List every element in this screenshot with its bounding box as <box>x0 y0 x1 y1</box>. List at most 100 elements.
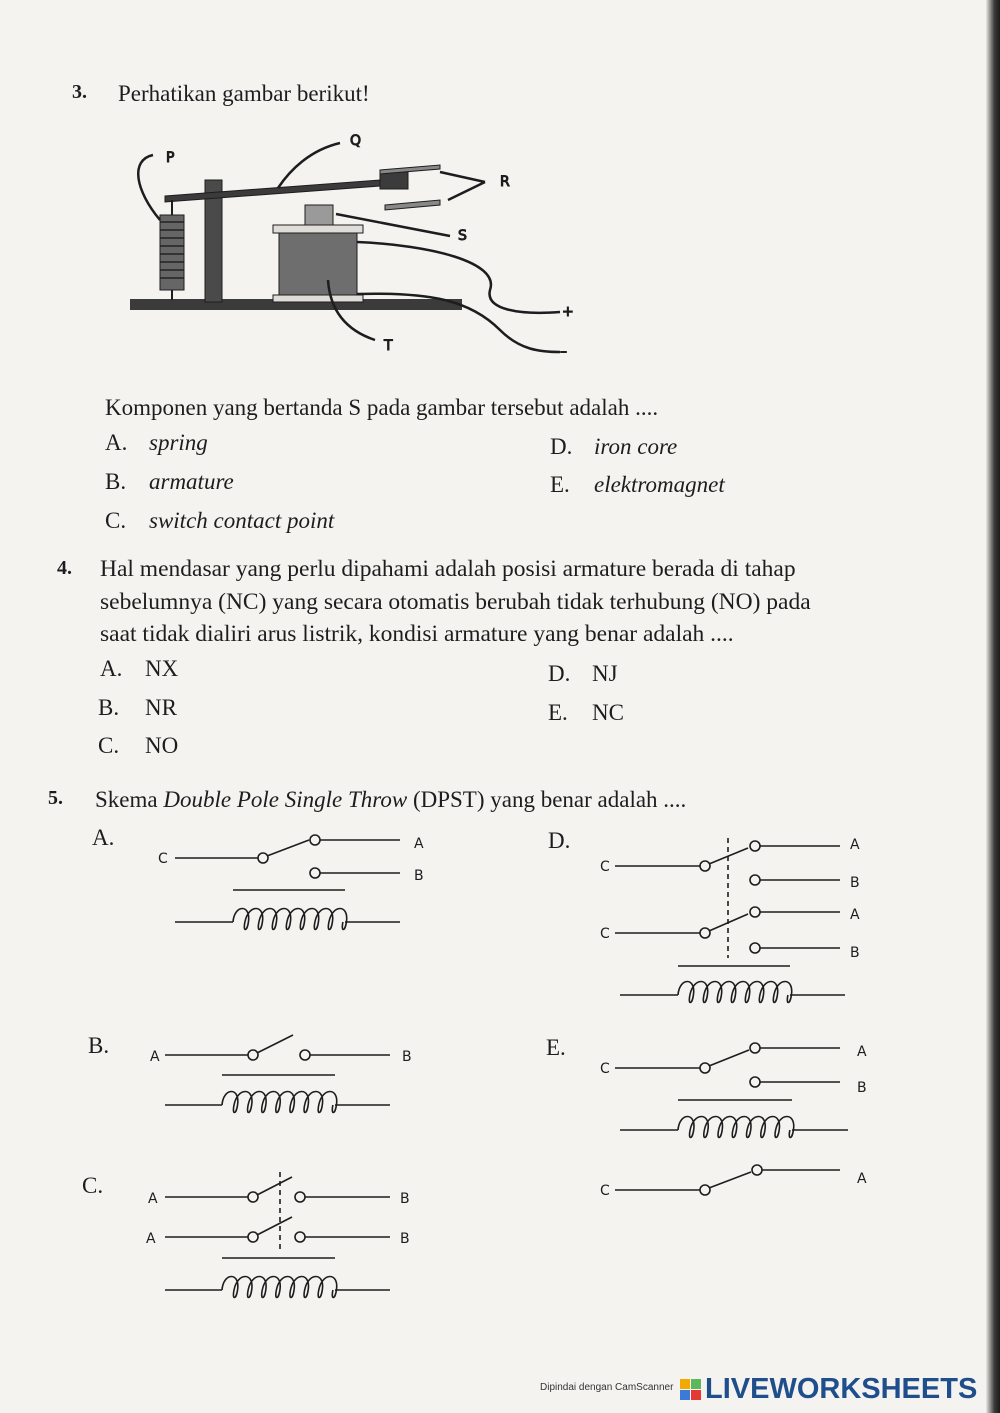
logo-text: LIVEWORKSHEETS <box>705 1373 978 1405</box>
switch-blade <box>708 1049 750 1067</box>
q5-option-a-letter[interactable]: A. <box>92 825 115 850</box>
terminal <box>751 1164 763 1176</box>
logo-box-icon <box>680 1379 701 1400</box>
q4-option-e[interactable]: NC <box>592 700 624 725</box>
relay-armature <box>164 179 381 203</box>
opt-b-label-b: B <box>402 1049 412 1065</box>
q4-option-d[interactable]: NJ <box>592 661 618 686</box>
scanner-watermark: Dipindai dengan CamScanner <box>540 1382 674 1393</box>
opt-a-label-b: B <box>414 868 424 884</box>
q4-option-a[interactable]: NX <box>145 656 179 681</box>
q5-option-e-letter[interactable]: E. <box>546 1035 566 1060</box>
opt-a-label-a: A <box>414 836 424 852</box>
circuit-labels: C A B A B A B A B C A B C A B C A B C A <box>146 836 867 1247</box>
terminal <box>699 1184 711 1196</box>
q3-option-b[interactable]: armature <box>149 469 234 494</box>
terminal <box>749 906 761 918</box>
opt-e-label-a1: A <box>857 1044 867 1060</box>
q5-stem-pre: Skema <box>95 787 164 812</box>
terminal <box>699 1062 711 1074</box>
q5-stem-post: (DPST) yang benar adalah .... <box>407 787 687 812</box>
q5-option-c-letter[interactable]: C. <box>82 1173 104 1198</box>
opt-d-label-b2: B <box>850 945 860 961</box>
q4-option-e-letter[interactable]: E. <box>548 700 568 725</box>
terminal <box>749 874 761 886</box>
label-plus: + <box>562 304 574 320</box>
relay-contact-moving <box>379 171 409 190</box>
q4-line-2: sebelumnya (NC) yang secara otomatis ber… <box>100 589 811 615</box>
q5-stem-italic: Double Pole Single Throw <box>163 787 408 812</box>
switch-blade <box>256 1034 294 1054</box>
coil-icon <box>221 1275 338 1299</box>
opt-d-label-c2: C <box>600 926 610 942</box>
switch-blade <box>708 1171 752 1189</box>
q4-line-1: Hal mendasar yang perlu dipahami adalah … <box>100 556 796 582</box>
terminal <box>309 834 321 846</box>
switch-blade <box>256 1176 293 1196</box>
relay-post <box>204 179 223 303</box>
relay-base <box>130 299 462 310</box>
q3-option-e-letter[interactable]: E. <box>550 472 570 497</box>
terminal <box>257 852 269 864</box>
q5-number: 5. <box>48 787 63 809</box>
circuit-diagrams <box>165 834 848 1299</box>
q3-option-c-letter[interactable]: C. <box>105 508 127 533</box>
q4-option-c-letter[interactable]: C. <box>98 733 120 758</box>
q3-option-d[interactable]: iron core <box>594 434 678 459</box>
terminal <box>749 942 761 954</box>
terminal <box>294 1231 306 1243</box>
label-P: P <box>166 150 174 166</box>
relay-contact-fixed <box>384 199 441 211</box>
terminal <box>294 1191 306 1203</box>
liveworksheets-logo: LIVEWORKSHEETS <box>680 1373 977 1406</box>
opt-e-label-c2: C <box>600 1183 610 1199</box>
q4-option-a-letter[interactable]: A. <box>100 656 123 681</box>
q3-stem: Komponen yang bertanda S pada gambar ter… <box>105 395 659 420</box>
q4-option-b-letter[interactable]: B. <box>98 695 120 720</box>
q3-option-e[interactable]: elektromagnet <box>594 472 725 497</box>
q3-option-d-letter[interactable]: D. <box>550 434 573 459</box>
relay-figure: P Q R S T + – <box>130 133 574 361</box>
opt-c-label-a1: A <box>148 1191 158 1207</box>
coil-icon <box>677 980 793 1004</box>
opt-d-label-a1: A <box>850 837 860 853</box>
relay-core <box>304 204 334 226</box>
q5-option-b-letter[interactable]: B. <box>88 1033 110 1058</box>
q4-option-c[interactable]: NO <box>145 733 179 758</box>
q3-option-a[interactable]: spring <box>149 430 208 455</box>
q3-option-c[interactable]: switch contact point <box>149 508 335 533</box>
opt-c-label-b2: B <box>400 1231 410 1247</box>
terminal <box>247 1231 259 1243</box>
terminal <box>749 1076 761 1088</box>
q3-prompt: Perhatikan gambar berikut! <box>118 81 370 106</box>
opt-c-label-b1: B <box>400 1191 410 1207</box>
coil-icon <box>221 1090 338 1114</box>
q3-option-b-letter[interactable]: B. <box>105 469 127 494</box>
q3-option-a-letter[interactable]: A. <box>105 430 128 455</box>
switch-blade <box>266 839 310 857</box>
q5-option-d-letter[interactable]: D. <box>548 828 571 853</box>
opt-e-label-b1: B <box>857 1080 867 1096</box>
opt-d-label-c1: C <box>600 859 610 875</box>
terminal <box>749 1042 761 1054</box>
page-edge-shadow <box>986 0 1000 1413</box>
relay-coil <box>278 232 358 296</box>
q5-stem: Skema Double Pole Single Throw (DPST) ya… <box>95 788 686 811</box>
terminal <box>699 860 711 872</box>
q4-number: 4. <box>57 557 72 579</box>
coil-icon <box>232 907 348 931</box>
opt-e-label-a2: A <box>857 1171 867 1187</box>
q4-option-d-letter[interactable]: D. <box>548 661 571 686</box>
opt-d-label-b1: B <box>850 875 860 891</box>
coil-icon <box>677 1115 795 1139</box>
q3-number: 3. <box>72 81 87 103</box>
opt-e-label-c1: C <box>600 1061 610 1077</box>
terminal <box>299 1049 311 1061</box>
q4-option-b[interactable]: NR <box>145 695 177 720</box>
q4-line-3: saat tidak dialiri arus listrik, kondisi… <box>100 621 734 647</box>
opt-d-label-a2: A <box>850 907 860 923</box>
opt-a-label-c: C <box>158 851 168 867</box>
terminal <box>699 927 711 939</box>
opt-b-label-a: A <box>150 1049 160 1065</box>
